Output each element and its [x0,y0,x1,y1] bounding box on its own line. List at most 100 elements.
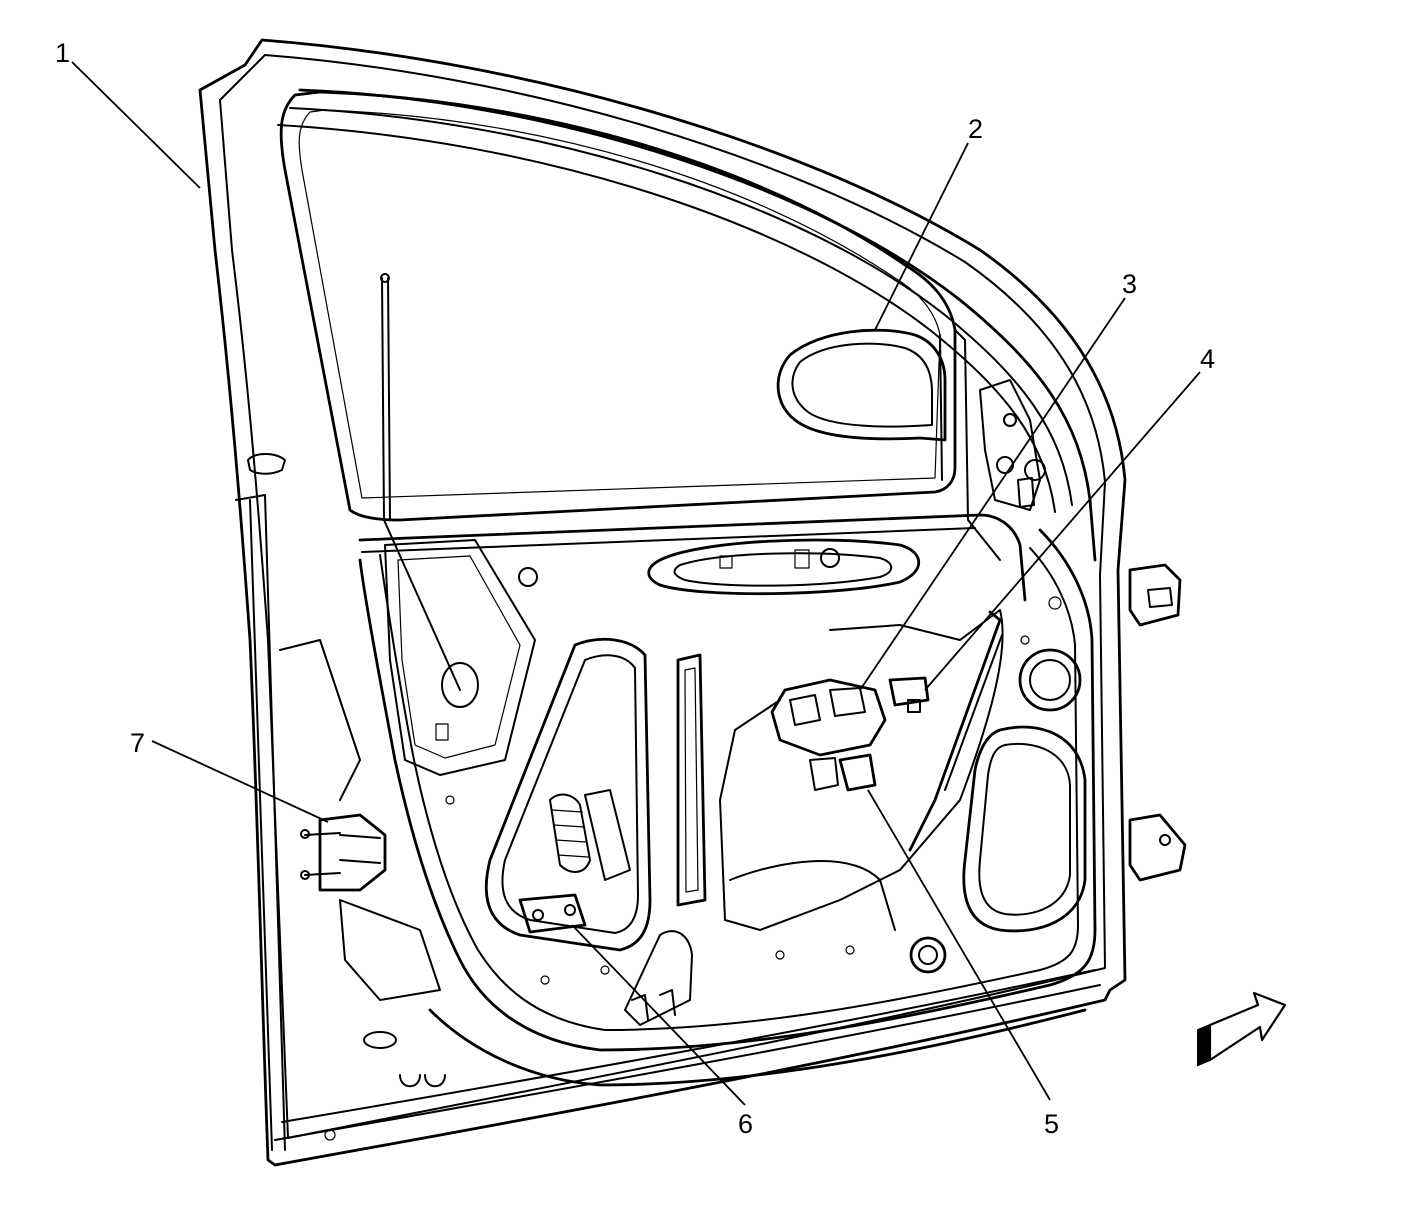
belt-line-lower [361,527,976,553]
lower-left-recess [339,899,441,1001]
pillar-recess [279,639,361,801]
hole-e [845,945,855,955]
direction-arrow-side [1197,1023,1211,1067]
lock-harness-connector [838,753,877,792]
hole-d [775,950,785,960]
lower-regulator-arm [729,860,896,931]
door-inner-panel-illustration [198,38,1187,1167]
lock-actuator-plug [907,699,921,713]
window-frame-seal-2 [289,107,1073,506]
window-opening [279,90,957,522]
leader-6 [571,924,746,1106]
lock-harness-connector-2 [809,757,839,791]
callout-6: 6 [738,1109,753,1139]
hinge-pillar [235,494,286,1151]
window-frame-seal-3 [277,124,1056,513]
regulator-motor [549,793,591,873]
speaker-opening [962,725,1087,933]
speaker-ring [1018,648,1082,712]
regulator-motor-ribs [551,809,589,858]
mirror-inner [791,342,933,428]
callout-3: 3 [1122,269,1137,299]
check-strap-bracket-upper [1128,563,1182,627]
lower-sill [274,969,1101,1141]
speaker-opening-inner [978,743,1071,916]
lock-module-body [770,678,887,757]
callout-2: 2 [968,114,983,144]
lock-module-connector-a [789,687,866,726]
sensor-bolt-2 [564,904,576,916]
upper-left-recess-inner [397,555,521,759]
callout-1: 1 [55,38,70,68]
latch-bolt-2 [996,456,1014,474]
rear-guide-rail-2 [944,634,1003,791]
direction-arrow-front [1208,991,1287,1062]
callout-5: 5 [1044,1109,1059,1139]
leader-4 [924,371,1201,691]
latch-bolt-3 [1024,459,1046,481]
lower-cavity [428,1008,1087,1087]
latch-bracket [979,379,1041,511]
latch-bolt-1 [1003,413,1017,427]
hole-c [600,965,610,975]
leader-7 [151,740,329,823]
lower-slot-1 [363,1031,397,1049]
square-hole-1 [435,723,449,741]
check-strap-bracket-lower [1128,813,1187,882]
hole-b [540,975,550,985]
access-hole-2 [518,567,538,587]
hole-g [1020,635,1030,645]
check-strap-tab [1147,587,1173,608]
door-outer-shell-inner-edge [219,54,1106,1139]
lock-rod [381,277,461,691]
glass-run-rail [676,653,707,907]
lower-center-pocket [624,930,693,1026]
leader-2 [874,142,969,331]
handle-bezel-inner [673,552,893,587]
handle-bezel [647,538,920,596]
lower-slots [399,1074,446,1088]
rear-guide-rail [908,610,1002,852]
callout-4: 4 [1200,344,1215,374]
leader-lines [71,61,1201,1106]
direction-arrow-icon [1197,991,1287,1067]
belt-line [358,513,1027,602]
pillar-slot [247,453,286,475]
mirror-outer [776,328,947,442]
hinge-bolt-head-2 [300,870,310,880]
side-impact-sensor [518,893,587,934]
regulator-track-left [485,637,652,952]
drain-grommet-inner [918,945,938,965]
handle-latch [794,549,810,569]
handle-clip [719,555,733,569]
leader-1 [71,61,201,189]
handle-hole [820,548,840,568]
check-strap-bolt [1159,834,1171,846]
lock-actuator [888,676,930,707]
center-cavity [719,609,1004,931]
regulator-track-left-inner [501,654,639,934]
window-opening-inner [298,109,941,499]
sensor-bolt-1 [532,909,544,921]
drain-grommet [909,936,947,974]
window-frame-seal [298,88,1097,562]
latch-clip [1017,477,1035,508]
leader-5 [867,789,1051,1101]
hinge-bolt-head-1 [300,829,310,839]
inner-panel-edge [358,528,1097,1052]
leader-3 [859,297,1126,691]
callout-labels: 1 2 3 4 5 6 7 [55,38,1215,1139]
hole-h [324,1129,336,1141]
lock-rod-knob [380,273,390,283]
glass-run-rail-inner [684,667,699,893]
door-hinge-leaf [339,834,381,864]
regulator-bracket [584,789,631,881]
hole-f [1048,596,1062,610]
access-hole-1 [441,662,479,708]
callout-7: 7 [130,728,145,758]
lower-center-slots [631,989,676,1021]
hinge-bolts [304,832,341,876]
speaker-ring-inner [1029,659,1071,701]
door-hinge [318,813,387,892]
